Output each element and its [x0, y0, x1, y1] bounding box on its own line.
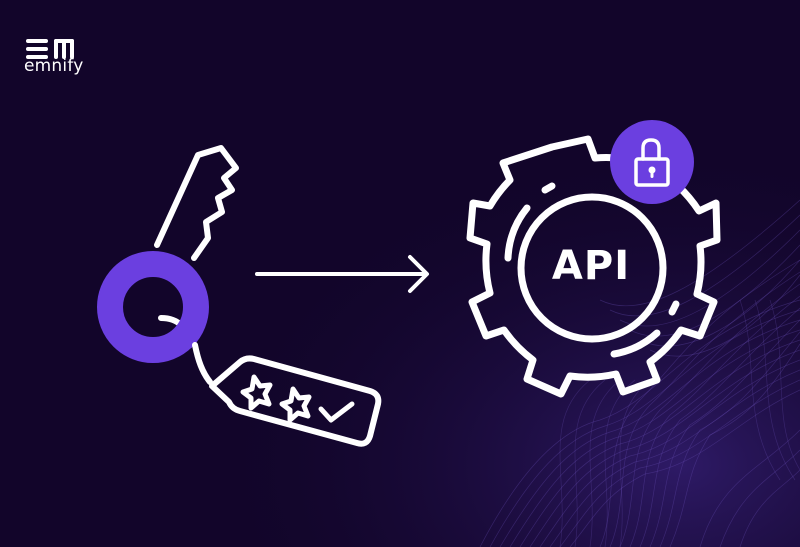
api-label: API: [551, 243, 631, 289]
tag-string: [192, 342, 213, 385]
arrow-right-icon: [255, 255, 429, 293]
emnify-logo-mark: [26, 39, 74, 59]
keyhole-icon: [648, 166, 656, 178]
key-tag-icon: [209, 355, 382, 447]
key-ring-icon: [97, 251, 209, 363]
padlock-icon: [634, 138, 670, 187]
star-icon: [240, 374, 273, 411]
checkmark-icon: [318, 401, 355, 423]
brand-name: emnify: [24, 56, 84, 76]
lock-badge: [610, 120, 694, 204]
star-icon: [279, 386, 312, 423]
